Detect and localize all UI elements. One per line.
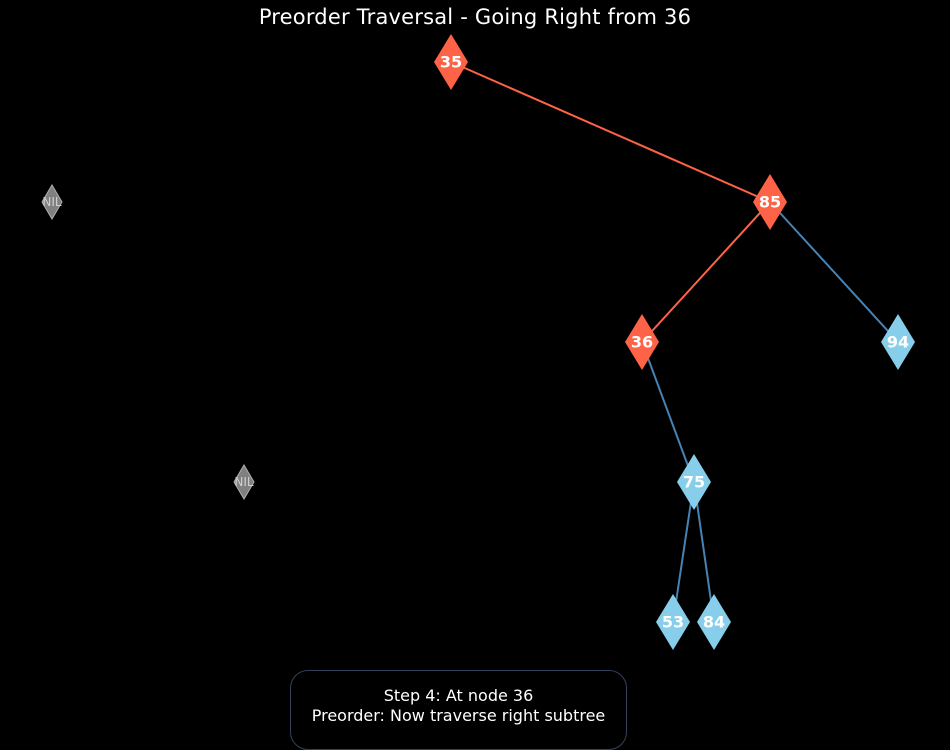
edge-n75-n53 [672,481,695,623]
nil-node: NIL [233,464,255,500]
node-label-75: 75 [683,473,705,492]
status-box: Step 4: At node 36 Preorder: Now travers… [290,670,627,750]
node-label-94: 94 [887,333,909,352]
edge-n36-n75 [641,341,695,483]
node-shape-75 [677,454,711,510]
edge-n35-n85 [450,61,771,203]
edge-n75-n84 [693,481,715,623]
edge-n85-n94 [769,201,899,343]
tree-node-84: 84 [697,594,731,650]
nil-node-shape [233,464,255,500]
status-line-1: Step 4: At node 36 [383,686,534,705]
node-label-35: 35 [440,53,462,72]
tree-node-75: 75 [677,454,711,510]
tree-node-94: 94 [881,314,915,370]
nodes-layer: 35 85 36 94 75 53 84 NIL NIL [41,34,915,650]
tree-node-85: 85 [753,174,787,230]
node-shape-36 [625,314,659,370]
tree-node-36: 36 [625,314,659,370]
tree-node-35: 35 [434,34,468,90]
node-label-36: 36 [631,333,653,352]
nil-node-label: NIL [42,195,62,209]
tree-node-53: 53 [656,594,690,650]
edges-layer [450,61,899,623]
node-shape-53 [656,594,690,650]
node-shape-35 [434,34,468,90]
nil-node-label: NIL [234,475,254,489]
node-shape-85 [753,174,787,230]
node-shape-84 [697,594,731,650]
edge-n85-n36 [641,201,771,343]
nil-node: NIL [41,184,63,220]
status-line-2: Preorder: Now traverse right subtree [311,706,606,725]
node-label-53: 53 [662,613,684,632]
diagram-title: Preorder Traversal - Going Right from 36 [258,5,692,29]
node-label-85: 85 [759,193,781,212]
node-shape-94 [881,314,915,370]
nil-node-shape [41,184,63,220]
node-label-84: 84 [703,613,725,632]
